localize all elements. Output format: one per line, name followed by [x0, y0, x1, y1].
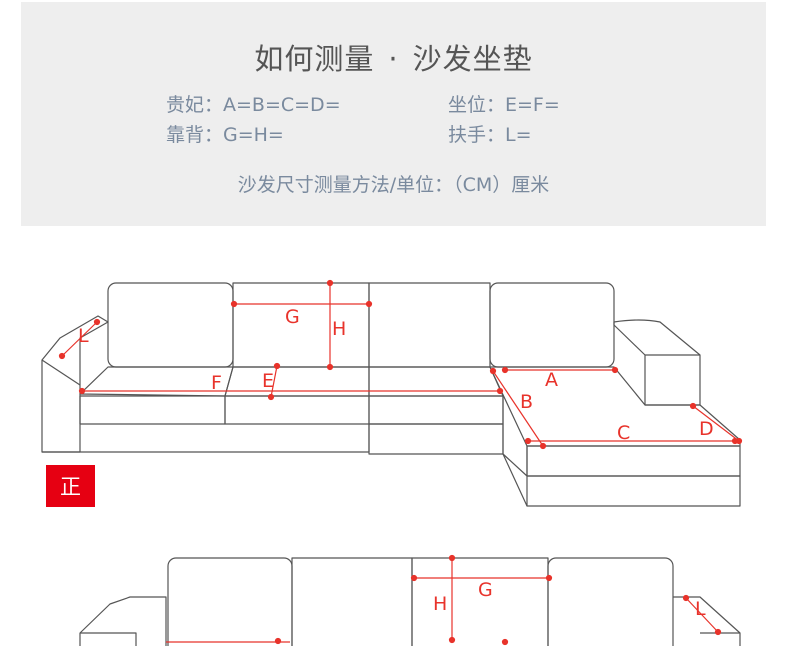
unit-note: 沙发尺寸测量方法/单位：（CM）厘米: [237, 174, 550, 196]
zuowei-formula: 坐位：E=F=: [448, 94, 560, 116]
label-G: G: [285, 306, 300, 328]
label-F: F: [211, 372, 222, 394]
back-cushion-1: [107, 282, 234, 368]
sofa2-back-2: [291, 557, 413, 646]
chaise-front: [526, 445, 741, 477]
left-arm: [41, 315, 109, 453]
seat-top-3: [368, 366, 504, 397]
title-sub: 沙发坐垫: [412, 42, 533, 76]
seat-front-2: [224, 395, 370, 425]
label-B: B: [520, 391, 533, 413]
title-separator: ·: [388, 42, 399, 76]
seat-front-3: [368, 395, 504, 425]
back-cushion-2: [232, 282, 370, 368]
label-H: H: [332, 318, 346, 340]
page-title: 如何测量 · 沙发坐垫: [21, 36, 766, 78]
seat-top-2: [224, 366, 370, 397]
back-cushion-4: [489, 282, 615, 368]
fushou-formula: 扶手：L=: [448, 124, 532, 146]
label-G-2: G: [478, 579, 493, 601]
right-arm: [613, 319, 701, 406]
front-view-badge: 正: [46, 465, 95, 507]
sofa2-back-4: [547, 557, 674, 646]
back-cushion-3: [368, 282, 491, 368]
label-L: L: [78, 325, 89, 347]
sofa2-left-arm: [79, 596, 167, 646]
label-E: E: [262, 370, 274, 392]
kaobei-formula: 靠背：G=H=: [166, 124, 284, 146]
label-D: D: [699, 418, 714, 440]
label-L-2: L: [695, 598, 706, 620]
seat-front-1: [79, 395, 226, 425]
sofa2-back-1: [167, 557, 293, 646]
title-main: 如何测量: [254, 42, 375, 76]
label-H-2: H: [433, 593, 447, 615]
sofa2-right-arm: [673, 596, 741, 646]
measurement-header-panel: 如何测量 · 沙发坐垫 贵妃：A=B=C=D= 坐位：E=F= 靠背：G=H= 扶手…: [21, 2, 766, 226]
label-A: A: [545, 369, 558, 391]
guifei-formula: 贵妃：A=B=C=D=: [166, 94, 341, 116]
label-C: C: [617, 422, 630, 444]
